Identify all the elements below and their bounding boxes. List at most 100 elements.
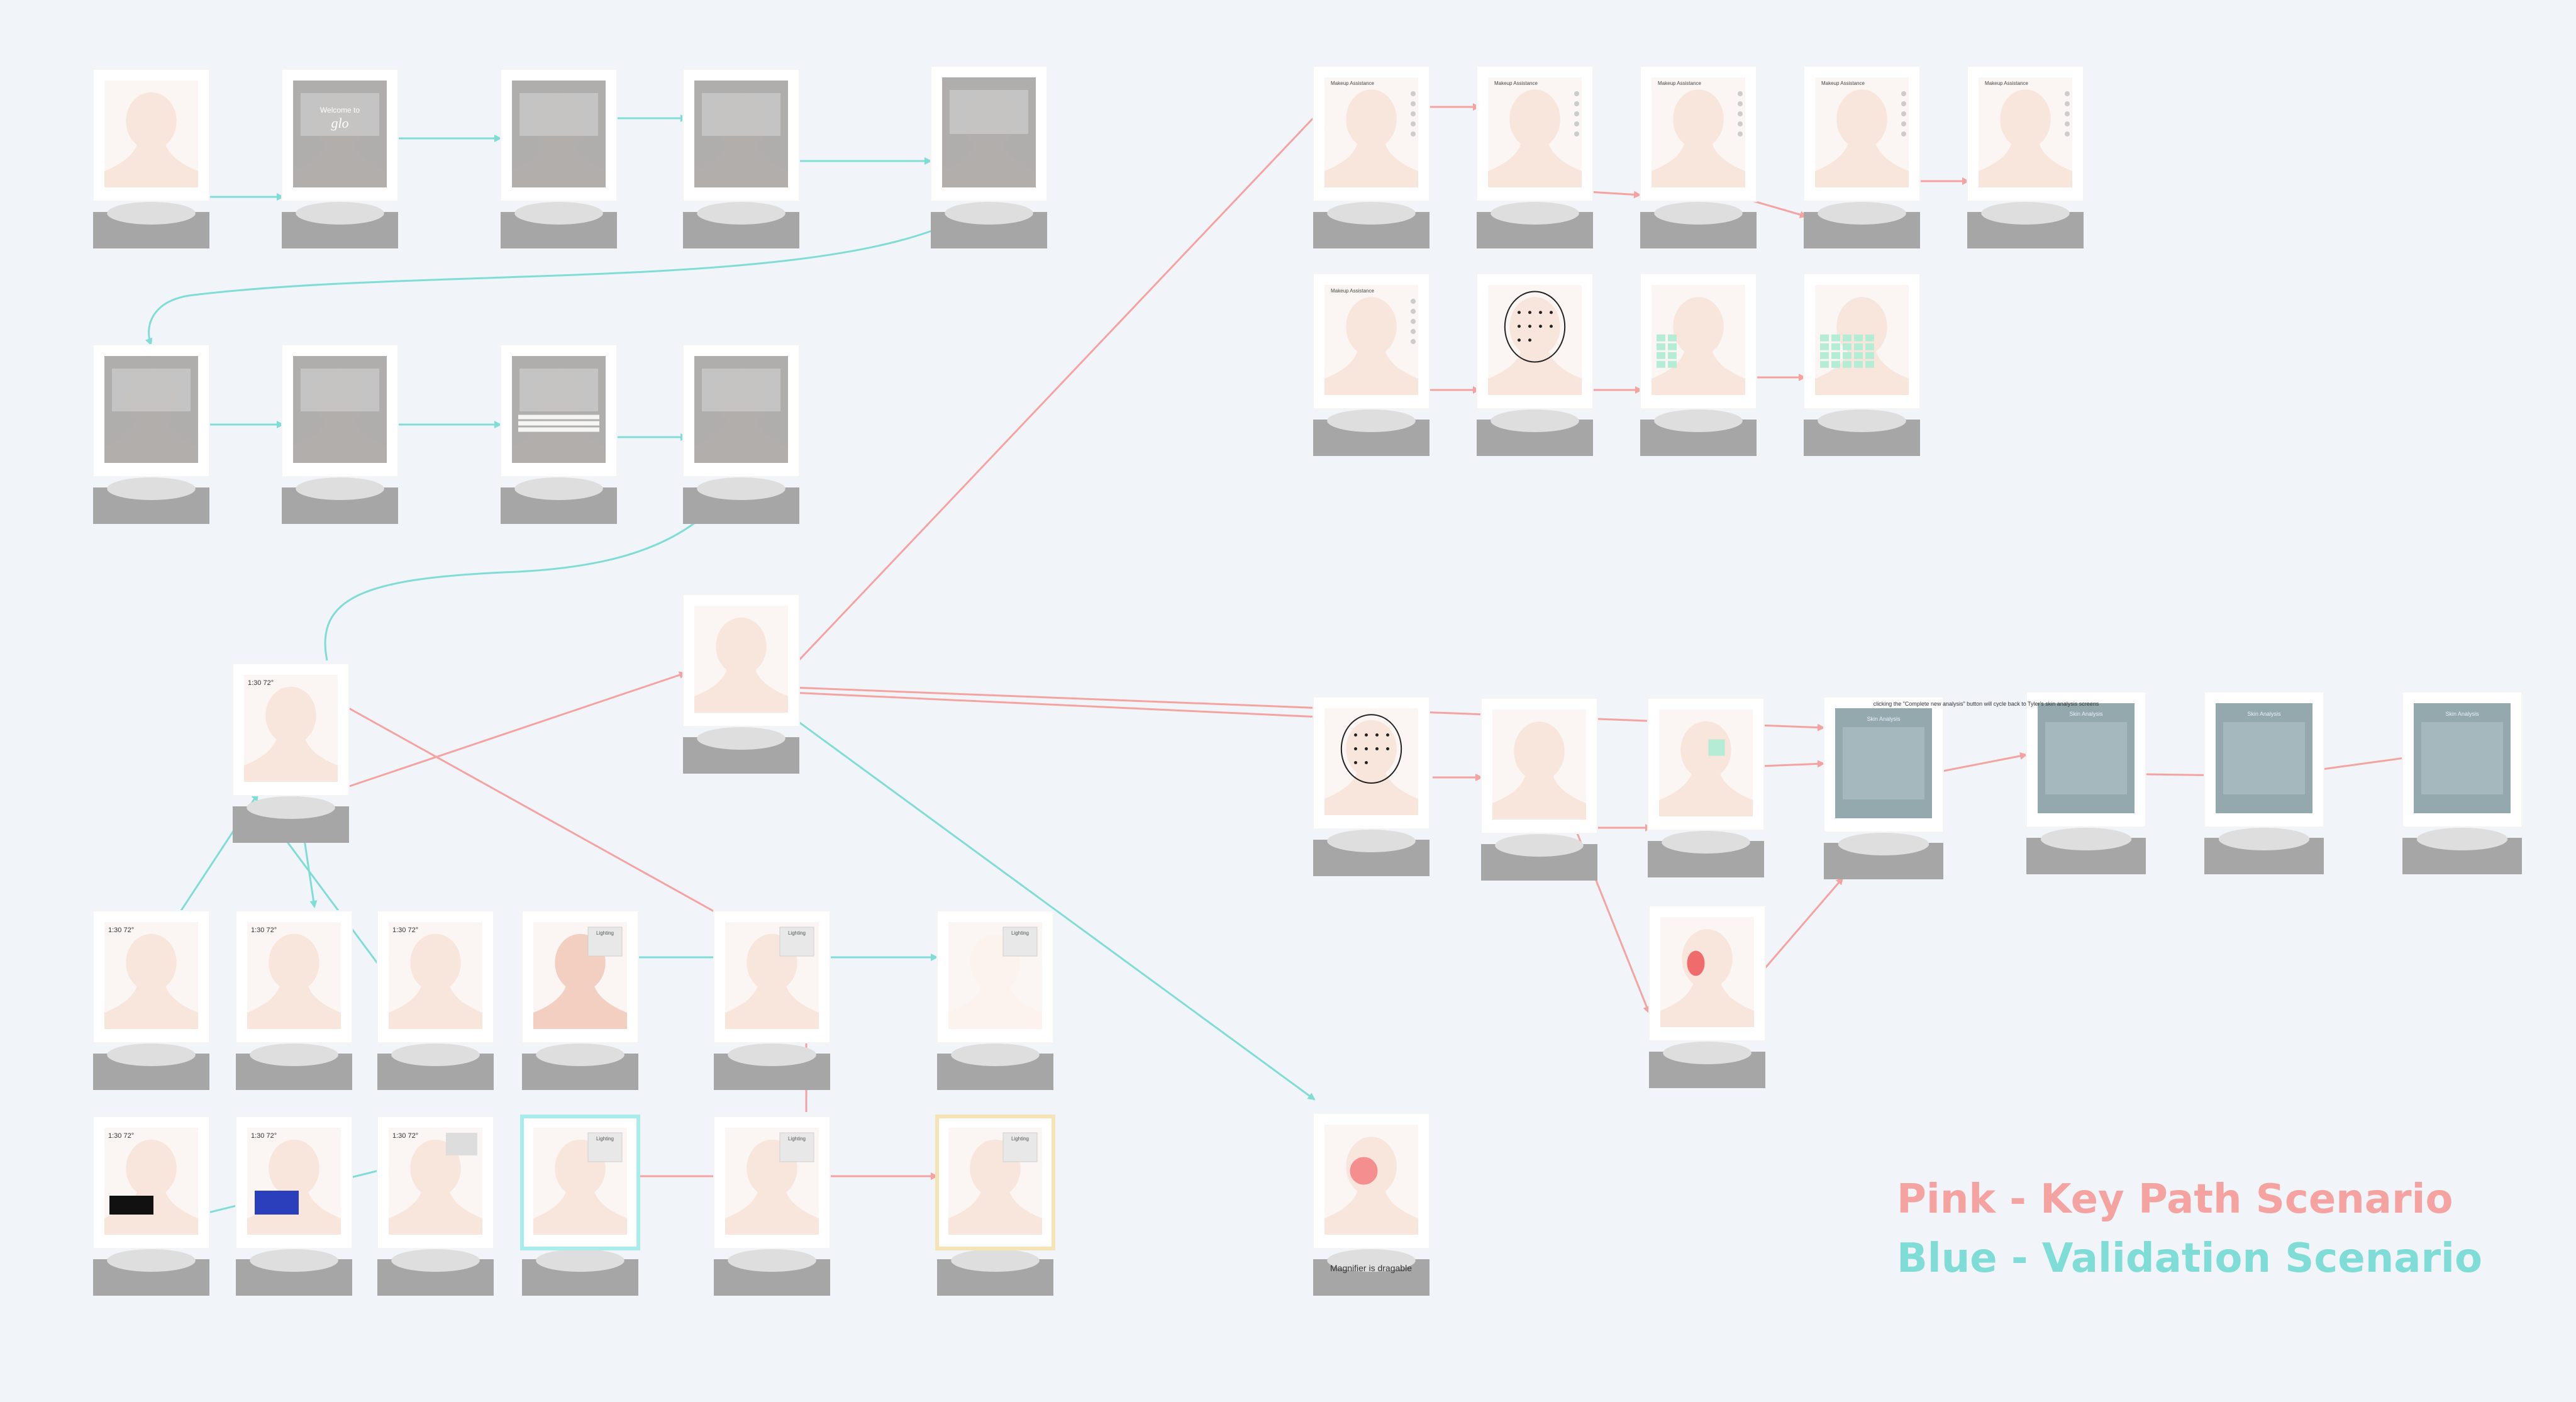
face-head [269,1139,319,1198]
side-tool[interactable] [1738,111,1743,116]
qr-card[interactable] [109,1196,153,1215]
side-tool[interactable] [1411,131,1416,136]
lighting-panel[interactable] [1002,926,1038,957]
green-tile[interactable] [1865,334,1874,342]
side-tool[interactable] [1738,121,1743,126]
side-tool[interactable] [1411,91,1416,96]
mirror-screen: Lighting [713,1116,831,1296]
side-tool[interactable] [1574,101,1579,106]
side-tool[interactable] [1411,309,1416,314]
green-tile[interactable] [1668,343,1677,350]
green-tile[interactable] [1843,343,1852,350]
mirror-screen [930,65,1048,248]
stand-foot [697,202,786,225]
analysis-card [2223,722,2305,794]
side-tool[interactable] [1574,131,1579,136]
side-tool[interactable] [1738,91,1743,96]
green-tile[interactable] [1843,360,1852,368]
side-tool[interactable] [1574,121,1579,126]
keyboard-row[interactable] [518,421,599,426]
side-tool[interactable] [1411,101,1416,106]
mirror-screen: Makeup Assistance [1803,65,1921,248]
green-tile[interactable] [1865,343,1874,350]
shoulders [1324,771,1418,815]
side-tool[interactable] [1901,131,1906,136]
green-tile[interactable] [1820,343,1829,350]
pink-connector [775,108,1323,686]
green-tile[interactable] [1668,334,1677,342]
face-head [269,933,319,992]
green-tile[interactable] [1865,352,1874,359]
green-tile[interactable] [1831,343,1840,350]
lighting-panel[interactable] [587,926,623,957]
green-tile[interactable] [1668,360,1677,368]
shoulders [948,1191,1042,1235]
green-tile[interactable] [1854,360,1863,368]
widget-menu[interactable] [446,1133,477,1155]
side-tool[interactable] [1738,131,1743,136]
side-tool[interactable] [2065,121,2070,126]
side-tool[interactable] [2065,91,2070,96]
green-tile[interactable] [1843,334,1852,342]
side-tool[interactable] [1411,111,1416,116]
side-tool[interactable] [1574,111,1579,116]
green-tile[interactable] [1657,343,1665,350]
lighting-panel[interactable] [587,1132,623,1162]
keyboard-row[interactable] [518,427,599,432]
shoulders [1488,143,1582,187]
green-tile[interactable] [1831,352,1840,359]
green-tile[interactable] [1668,352,1677,359]
stand-foot [296,202,384,225]
lighting-panel[interactable] [1002,1132,1038,1162]
green-tile[interactable] [1854,352,1863,359]
stand-foot [1654,202,1743,225]
side-tool[interactable] [1574,91,1579,96]
side-tool[interactable] [1411,121,1416,126]
side-tool[interactable] [1901,91,1906,96]
magnifier-lens[interactable] [1350,1157,1378,1185]
keyboard-row[interactable] [518,414,599,420]
mesh-node [1354,733,1357,737]
side-tool[interactable] [1901,101,1906,106]
side-tool[interactable] [2065,111,2070,116]
side-tool[interactable] [1738,101,1743,106]
green-tile[interactable] [1657,352,1665,359]
side-tool[interactable] [2065,131,2070,136]
stand-foot [1327,830,1416,852]
green-tile[interactable] [1854,343,1863,350]
green-tile[interactable] [1657,360,1665,368]
green-tile[interactable] [1820,360,1829,368]
photo-card[interactable] [255,1191,299,1215]
side-tool[interactable] [1411,299,1416,304]
clock-time: 1:30 72° [108,926,134,934]
lighting-panel[interactable] [779,1132,814,1162]
green-tile[interactable] [1657,334,1665,342]
green-tile[interactable] [1854,334,1863,342]
mirror-screen: Makeup Assistance [1476,65,1594,248]
stand-foot [1818,202,1906,225]
mirror-screen [682,344,800,524]
side-tool[interactable] [1411,329,1416,334]
green-tile[interactable] [1843,352,1852,359]
lighting-panel[interactable] [779,926,814,957]
clock-time: 1:30 72° [108,1132,134,1140]
green-tile[interactable] [1820,334,1829,342]
side-tool[interactable] [1411,319,1416,324]
shoulders [1659,772,1753,816]
green-tile[interactable] [1865,360,1874,368]
shoulders [725,985,819,1029]
green-tile[interactable] [1831,334,1840,342]
green-tile[interactable] [1831,360,1840,368]
mirror-screen: Lighting [520,1115,640,1296]
side-tool[interactable] [1901,111,1906,116]
green-tile[interactable] [1820,352,1829,359]
stand-foot [1663,1042,1752,1064]
side-tool[interactable] [2065,101,2070,106]
side-tool[interactable] [1411,339,1416,344]
mesh-node [1365,733,1368,737]
mirror-screen [92,344,210,524]
mirror-screen [682,594,800,774]
stand-foot [1327,202,1416,225]
side-tool[interactable] [1901,121,1906,126]
shoulders [1652,351,1745,395]
